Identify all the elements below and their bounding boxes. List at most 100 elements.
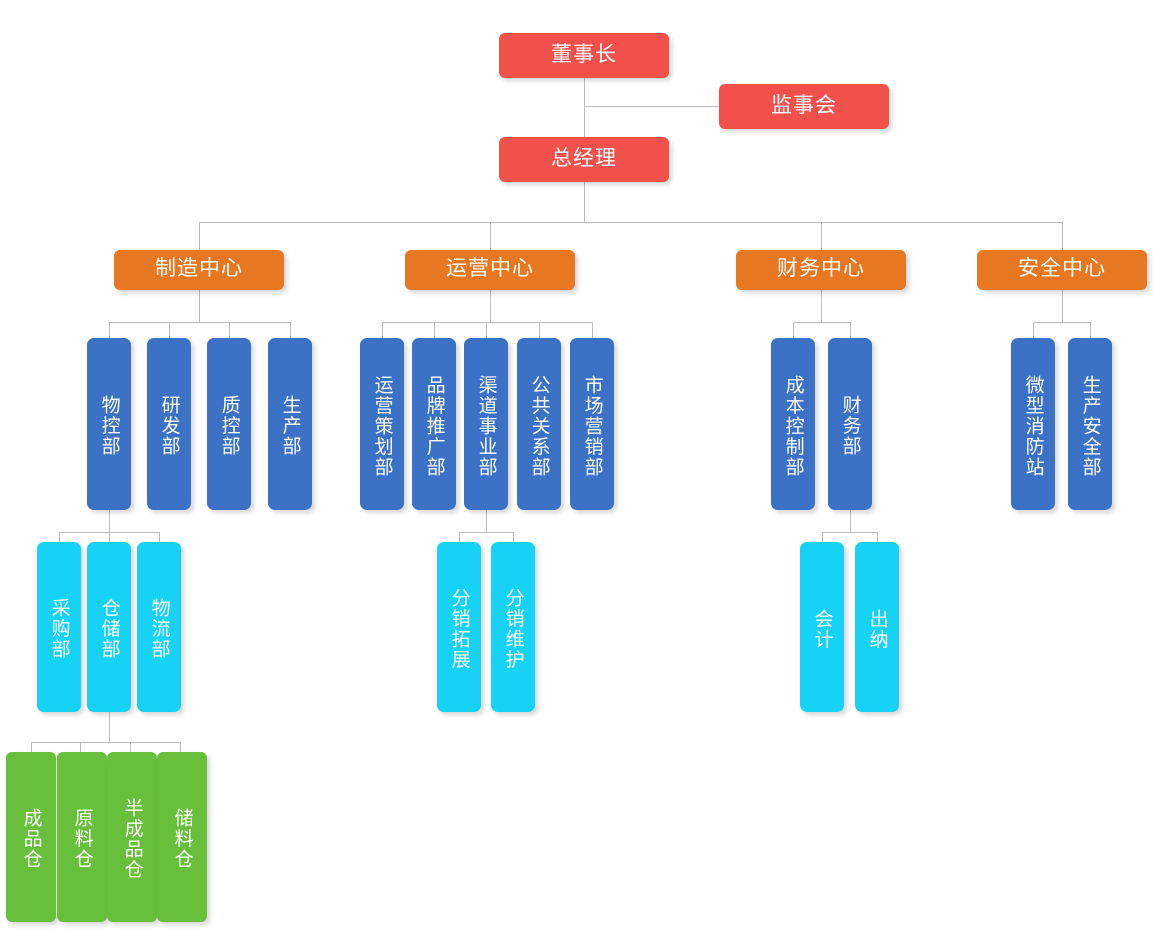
connector-channel-bus xyxy=(459,532,513,533)
connector-operations-drop-3 xyxy=(486,322,487,338)
node-center-manufacturing-label: 制造中心 xyxy=(155,257,243,281)
connector-material-control-down xyxy=(109,510,110,532)
node-dept-public-relations[interactable]: 公共关系部 xyxy=(517,338,561,510)
node-general-manager[interactable]: 总经理 xyxy=(499,137,669,182)
connector-bus-to-safety xyxy=(1062,222,1063,250)
node-warehouse-stock-material-label: 储料仓 xyxy=(171,808,193,870)
connector-channel-drop-2 xyxy=(513,532,514,542)
connector-warehouse-bus xyxy=(31,742,180,743)
node-dept-micro-fire-station-label: 微型消防站 xyxy=(1022,374,1044,478)
connector-material-drop-2 xyxy=(109,532,110,542)
node-unit-distribution-maintenance[interactable]: 分销维护 xyxy=(491,542,535,712)
node-chairman[interactable]: 董事长 xyxy=(499,33,669,78)
connector-operations-drop-2 xyxy=(434,322,435,338)
node-general-manager-label: 总经理 xyxy=(551,146,617,170)
node-unit-purchasing[interactable]: 采购部 xyxy=(37,542,81,712)
node-warehouse-finished-goods[interactable]: 成品仓 xyxy=(6,752,56,922)
node-center-operations[interactable]: 运营中心 xyxy=(405,250,575,290)
connector-warehouse-down xyxy=(109,712,110,742)
node-dept-public-relations-label: 公共关系部 xyxy=(528,374,550,478)
node-unit-logistics[interactable]: 物流部 xyxy=(137,542,181,712)
node-dept-operations-planning[interactable]: 运营策划部 xyxy=(360,338,404,510)
connector-chairman-down xyxy=(584,78,585,138)
connector-operations-bus xyxy=(382,322,592,323)
connector-safety-bus xyxy=(1033,322,1090,323)
node-dept-brand-promotion-label: 品牌推广部 xyxy=(423,374,445,478)
connector-warehouse-drop-2 xyxy=(80,742,81,752)
node-center-finance[interactable]: 财务中心 xyxy=(736,250,906,290)
connector-material-drop-3 xyxy=(159,532,160,542)
connector-finance-unit-bus xyxy=(822,532,877,533)
node-chairman-label: 董事长 xyxy=(551,42,617,66)
node-dept-production-label: 生产部 xyxy=(279,395,301,457)
node-dept-marketing-label: 市场营销部 xyxy=(581,374,603,478)
node-dept-finance[interactable]: 财务部 xyxy=(828,338,872,510)
connector-operations-drop-5 xyxy=(592,322,593,338)
connector-safety-drop-2 xyxy=(1090,322,1091,338)
connector-operations-drop-1 xyxy=(382,322,383,338)
connector-bus-to-finance xyxy=(821,222,822,250)
connector-chairman-to-supervisors xyxy=(584,106,720,107)
node-warehouse-stock-material[interactable]: 储料仓 xyxy=(157,752,207,922)
connector-manufacturing-drop-4 xyxy=(290,322,291,338)
node-warehouse-finished-goods-label: 成品仓 xyxy=(20,808,42,870)
node-unit-purchasing-label: 采购部 xyxy=(48,598,70,660)
node-unit-distribution-expansion[interactable]: 分销拓展 xyxy=(437,542,481,712)
connector-manufacturing-down xyxy=(199,290,200,322)
node-unit-logistics-label: 物流部 xyxy=(148,598,170,660)
node-unit-accounting-label: 会计 xyxy=(811,608,833,650)
node-warehouse-raw-material[interactable]: 原料仓 xyxy=(57,752,107,922)
node-dept-marketing[interactable]: 市场营销部 xyxy=(570,338,614,510)
connector-gm-down xyxy=(584,182,585,222)
connector-warehouse-drop-3 xyxy=(130,742,131,752)
connector-manufacturing-bus xyxy=(109,322,290,323)
node-dept-production-safety[interactable]: 生产安全部 xyxy=(1068,338,1112,510)
node-center-finance-label: 财务中心 xyxy=(777,257,865,281)
node-dept-operations-planning-label: 运营策划部 xyxy=(371,374,393,478)
node-center-manufacturing[interactable]: 制造中心 xyxy=(114,250,284,290)
node-board-of-supervisors[interactable]: 监事会 xyxy=(719,84,889,129)
node-dept-finance-label: 财务部 xyxy=(839,395,861,457)
connector-bus-to-manufacturing xyxy=(199,222,200,250)
connector-finance-down xyxy=(821,290,822,322)
connector-finance-drop-1 xyxy=(793,322,794,338)
connector-bus-to-operations xyxy=(490,222,491,250)
connector-warehouse-drop-1 xyxy=(31,742,32,752)
node-warehouse-semi-finished-label: 半成品仓 xyxy=(121,798,143,880)
node-warehouse-raw-material-label: 原料仓 xyxy=(71,808,93,870)
connector-manufacturing-drop-1 xyxy=(109,322,110,338)
node-dept-quality-control[interactable]: 质控部 xyxy=(207,338,251,510)
node-dept-material-control[interactable]: 物控部 xyxy=(87,338,131,510)
node-dept-cost-control-label: 成本控制部 xyxy=(782,374,804,478)
node-dept-brand-promotion[interactable]: 品牌推广部 xyxy=(412,338,456,510)
connector-operations-down xyxy=(490,290,491,322)
node-dept-rnd[interactable]: 研发部 xyxy=(147,338,191,510)
node-center-safety[interactable]: 安全中心 xyxy=(977,250,1147,290)
node-dept-material-control-label: 物控部 xyxy=(98,395,120,457)
connector-safety-drop-1 xyxy=(1033,322,1034,338)
connector-warehouse-drop-4 xyxy=(180,742,181,752)
node-unit-warehousing[interactable]: 仓储部 xyxy=(87,542,131,712)
connector-channel-drop-1 xyxy=(459,532,460,542)
node-board-of-supervisors-label: 监事会 xyxy=(771,93,837,117)
connector-manufacturing-drop-2 xyxy=(169,322,170,338)
node-dept-channel-business-label: 渠道事业部 xyxy=(475,374,497,478)
node-unit-cashier-label: 出纳 xyxy=(866,608,888,650)
node-warehouse-semi-finished[interactable]: 半成品仓 xyxy=(107,752,157,922)
node-dept-micro-fire-station[interactable]: 微型消防站 xyxy=(1011,338,1055,510)
node-unit-accounting[interactable]: 会计 xyxy=(800,542,844,712)
connector-channel-down xyxy=(486,510,487,532)
node-unit-warehousing-label: 仓储部 xyxy=(98,598,120,660)
node-unit-cashier[interactable]: 出纳 xyxy=(855,542,899,712)
connector-safety-down xyxy=(1062,290,1063,322)
node-center-safety-label: 安全中心 xyxy=(1018,257,1106,281)
node-dept-channel-business[interactable]: 渠道事业部 xyxy=(464,338,508,510)
node-dept-production-safety-label: 生产安全部 xyxy=(1079,374,1101,478)
node-dept-production[interactable]: 生产部 xyxy=(268,338,312,510)
connector-operations-drop-4 xyxy=(539,322,540,338)
connector-finance-unit-drop-1 xyxy=(822,532,823,542)
node-dept-cost-control[interactable]: 成本控制部 xyxy=(771,338,815,510)
node-dept-quality-control-label: 质控部 xyxy=(218,395,240,457)
connector-manufacturing-drop-3 xyxy=(229,322,230,338)
node-unit-distribution-expansion-label: 分销拓展 xyxy=(448,588,470,670)
